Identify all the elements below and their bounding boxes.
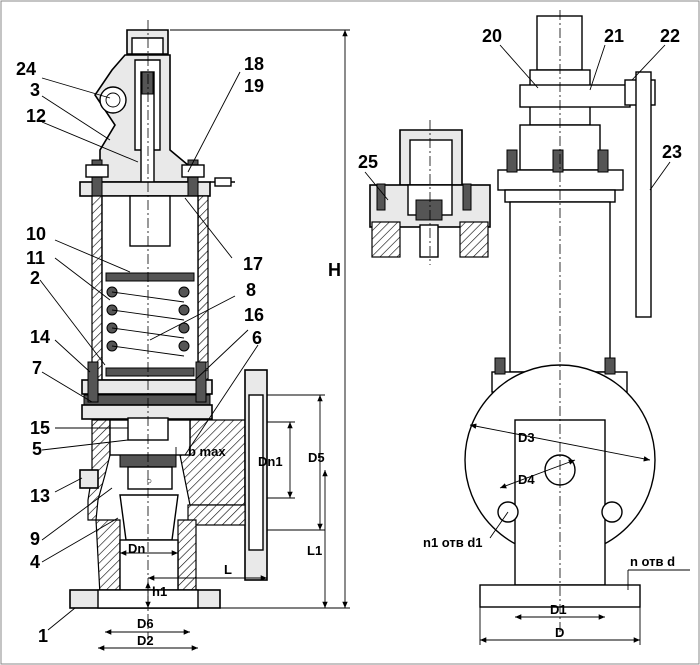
- dim-D3: D3: [518, 430, 535, 445]
- label-25: 25: [358, 152, 378, 172]
- svg-text:○: ○: [146, 476, 152, 487]
- dim-D5: D5: [308, 450, 325, 465]
- left-leaders: [39, 71, 259, 631]
- label-23: 23: [662, 142, 682, 162]
- label-14: 14: [30, 327, 50, 347]
- label-8: 8: [246, 280, 256, 300]
- label-19: 19: [244, 76, 264, 96]
- dim-D1: D1: [550, 602, 567, 617]
- label-10: 10: [26, 224, 46, 244]
- label-16: 16: [244, 305, 264, 325]
- dim-D4: D4: [518, 472, 535, 487]
- dim-n1-holes: n1 отв d1: [423, 535, 483, 550]
- label-3: 3: [30, 80, 40, 100]
- dim-b-max: b max: [188, 444, 226, 459]
- label-5: 5: [32, 439, 42, 459]
- label-9: 9: [30, 529, 40, 549]
- label-18: 18: [244, 54, 264, 74]
- dim-H: H: [328, 260, 341, 280]
- label-12: 12: [26, 106, 46, 126]
- dim-D2: D2: [137, 633, 154, 648]
- label-13: 13: [30, 486, 50, 506]
- dim-Dn1: Dn1: [258, 454, 283, 469]
- label-21: 21: [604, 26, 624, 46]
- label-22: 22: [660, 26, 680, 46]
- dimension-labels: H b max Dn1 D5 Dn L L1 h1 D6 D2 D3 D4 n1…: [128, 260, 675, 648]
- label-15: 15: [30, 418, 50, 438]
- label-17: 17: [243, 254, 263, 274]
- left-dimensions: [98, 29, 350, 651]
- dim-n-holes: n отв d: [630, 554, 675, 569]
- detail-view-25: [364, 120, 491, 265]
- label-4: 4: [30, 552, 40, 572]
- label-7: 7: [32, 358, 42, 378]
- label-1: 1: [38, 626, 48, 646]
- side-view: [464, 10, 656, 640]
- label-20: 20: [482, 26, 502, 46]
- dim-D6: D6: [137, 616, 154, 631]
- label-2: 2: [30, 268, 40, 288]
- dim-Dn: Dn: [128, 541, 145, 556]
- part-number-labels: 24 3 12 10 11 2 14 7 15 5 13 9 4 1 18 19…: [16, 26, 682, 646]
- right-dimensions: [469, 44, 690, 645]
- label-11: 11: [26, 248, 45, 268]
- dim-L1: L1: [307, 543, 322, 558]
- label-6: 6: [252, 328, 262, 348]
- dim-h1: h1: [152, 584, 167, 599]
- dim-D: D: [555, 625, 564, 640]
- dim-L: L: [224, 562, 232, 577]
- label-24: 24: [16, 59, 36, 79]
